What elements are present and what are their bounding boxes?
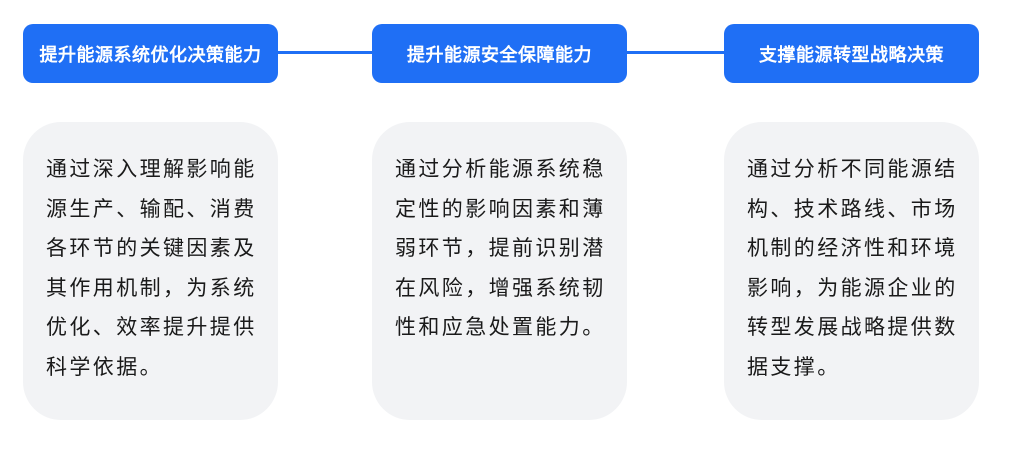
header-box-optimization: 提升能源系统优化决策能力 xyxy=(23,24,278,83)
header-box-transition: 支撑能源转型战略决策 xyxy=(724,24,979,83)
header-title: 支撑能源转型战略决策 xyxy=(759,44,944,66)
card-optimization: 通过深入理解影响能源生产、输配、消费各环节的关键因素及其作用机制，为系统优化、效… xyxy=(23,122,278,420)
card-security: 通过分析能源系统稳定性的影响因素和薄弱环节，提前识别潜在风险，增强系统韧性和应急… xyxy=(372,122,627,420)
header-box-security: 提升能源安全保障能力 xyxy=(372,24,627,83)
card-description: 通过深入理解影响能源生产、输配、消费各环节的关键因素及其作用机制，为系统优化、效… xyxy=(46,157,257,379)
connector-line-2-3 xyxy=(627,51,724,54)
card-description: 通过分析不同能源结构、技术路线、市场机制的经济性和环境影响，为能源企业的转型发展… xyxy=(747,157,958,379)
header-title: 提升能源安全保障能力 xyxy=(407,44,592,66)
header-title: 提升能源系统优化决策能力 xyxy=(39,44,262,66)
connector-line-1-2 xyxy=(278,51,372,54)
card-transition: 通过分析不同能源结构、技术路线、市场机制的经济性和环境影响，为能源企业的转型发展… xyxy=(724,122,979,420)
card-description: 通过分析能源系统稳定性的影响因素和薄弱环节，提前识别潜在风险，增强系统韧性和应急… xyxy=(395,157,606,339)
